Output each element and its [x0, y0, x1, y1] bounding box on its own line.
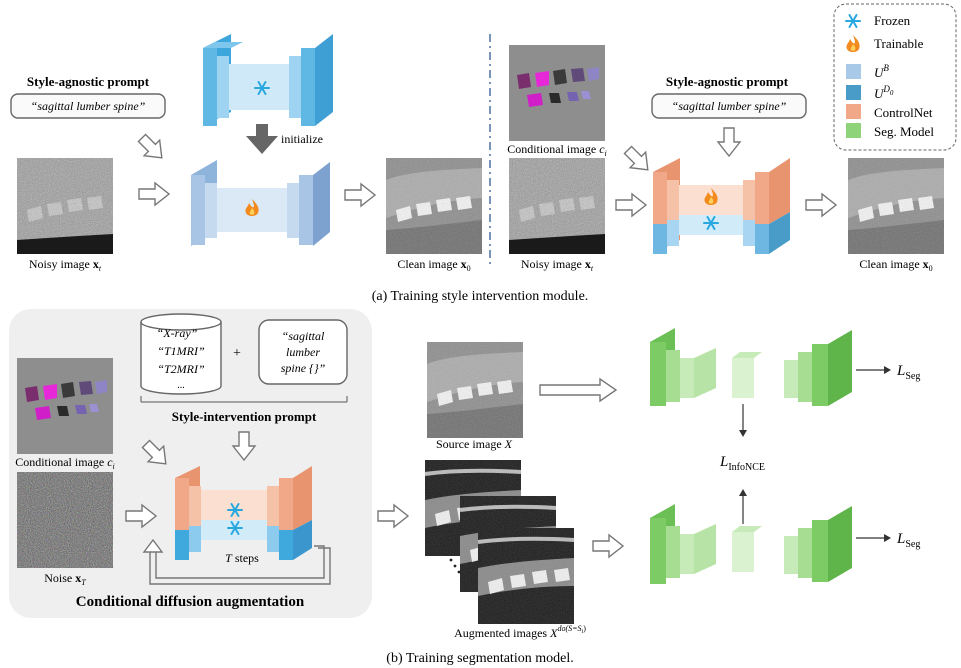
augmented-image [478, 528, 574, 624]
arrow-to-infonce-top [739, 430, 747, 437]
arrow-prompt-to-unet [133, 129, 171, 167]
source-image [427, 342, 523, 438]
loss-seg-bottom: LSeg [896, 531, 920, 550]
diffusion-controlnet-block [175, 466, 312, 560]
noise-label: Noise xT [44, 571, 86, 587]
prompt-list-item: “X-ray” [157, 326, 198, 340]
caption-b: (b) Training segmentation model. [386, 651, 573, 666]
arrow-controlnet-to-clean [805, 193, 837, 217]
panel-b-images: Source image X Augmented images Xdo(S=Si… [425, 342, 586, 640]
seg-model-top [650, 328, 852, 406]
legend-swatch-seg [846, 123, 861, 138]
panel-a-left: Style-agnostic prompt “sagittal lumber s… [10, 34, 482, 273]
initialize-label: initialize [281, 132, 323, 146]
initialize-arrow [246, 124, 278, 154]
legend-box: Frozen Trainable UB UD0 ControlNet Seg. … [833, 3, 957, 151]
legend-swatch-controlnet [846, 104, 861, 119]
style-intervention-title: Style-intervention prompt [172, 409, 317, 424]
arrow-noisy-to-unet [138, 182, 170, 206]
prompt-box-left [10, 93, 166, 119]
prompt-list-item: “T2MRI” [157, 362, 205, 376]
loss-infonce: LInfoNCE [719, 454, 765, 473]
arrow-noisy-to-controlnet [615, 193, 647, 217]
conditional-diffusion-title: Conditional diffusion augmentation [76, 594, 305, 610]
source-image-label: Source image X [436, 437, 513, 451]
legend-ud: UD0 [874, 84, 894, 101]
arrow-cond-to-controlnet [619, 141, 657, 179]
legend-frozen: Frozen [874, 13, 911, 28]
noisy-image-label-a: Noisy image xt [29, 257, 102, 273]
frozen-unet-top [203, 34, 333, 126]
arrow-to-infonce-bottom [739, 489, 747, 496]
conditional-image-label-b: Conditional image ci [15, 455, 115, 471]
arrow-to-loss-bottom [884, 534, 891, 542]
panel-a-right: Conditional image ci Noisy image xt Styl… [507, 45, 944, 273]
trainable-unet [191, 160, 330, 246]
style-agnostic-title-right: Style-agnostic prompt [666, 74, 789, 89]
caption-a: (a) Training style intervention module. [372, 289, 589, 304]
template-line: spine {}” [281, 361, 326, 375]
panel-b-diffusion: “X-ray” “T1MRI” “T2MRI” ... + “sagittal … [9, 309, 372, 618]
clean-image-label-a-right: Clean image x0 [859, 257, 932, 273]
noisy-image-label-a-right: Noisy image xt [521, 257, 594, 273]
loss-seg-top: LSeg [896, 363, 920, 382]
legend-controlnet: ControlNet [874, 105, 933, 120]
conditional-image-label-a: Conditional image ci [507, 142, 607, 158]
legend-ub: UB [874, 63, 889, 80]
legend-swatch-ub [846, 64, 861, 79]
noisy-image-a-right [509, 158, 605, 254]
template-box [258, 319, 348, 385]
arrow-diffusion-to-augmented [377, 504, 409, 528]
arrow-unet-to-clean [344, 183, 376, 207]
prompt-list-item: “T1MRI” [157, 344, 205, 358]
prompt-list-item: ... [177, 380, 185, 391]
noise-image [17, 472, 113, 568]
template-line: “sagittal [282, 329, 325, 343]
prompt-list-cylinder: “X-ray” “T1MRI” “T2MRI” ... [140, 313, 222, 395]
conditional-image-b [17, 358, 113, 454]
clean-image-a [386, 158, 482, 254]
legend-trainable: Trainable [874, 36, 924, 51]
arrow-to-loss-top [884, 366, 891, 374]
augmented-images-label: Augmented images Xdo(S=Si) [454, 624, 586, 640]
arrow-prompt-down-right [717, 127, 741, 157]
clean-image-label-a: Clean image x0 [397, 257, 470, 273]
noisy-image-a [17, 158, 113, 254]
prompt-box-right [651, 93, 807, 119]
loop-arrow [155, 545, 325, 579]
legend-swatch-ud [846, 85, 861, 100]
seg-model-bottom [650, 504, 852, 584]
conditional-image-a [509, 45, 605, 141]
legend-seg-model: Seg. Model [874, 124, 934, 139]
plus-sign: + [233, 346, 241, 361]
t-steps-label: T steps [225, 551, 259, 565]
controlnet-block-a [653, 158, 790, 254]
arrow-augmented-to-seg [592, 534, 624, 558]
prompt-text-left: “sagittal lumber spine” [31, 99, 146, 113]
arrow-source-to-seg [539, 377, 618, 403]
style-agnostic-title-left: Style-agnostic prompt [27, 74, 150, 89]
template-line: lumber [286, 345, 320, 359]
prompt-text-right: “sagittal lumber spine” [672, 99, 787, 113]
clean-image-a-right [848, 158, 944, 254]
